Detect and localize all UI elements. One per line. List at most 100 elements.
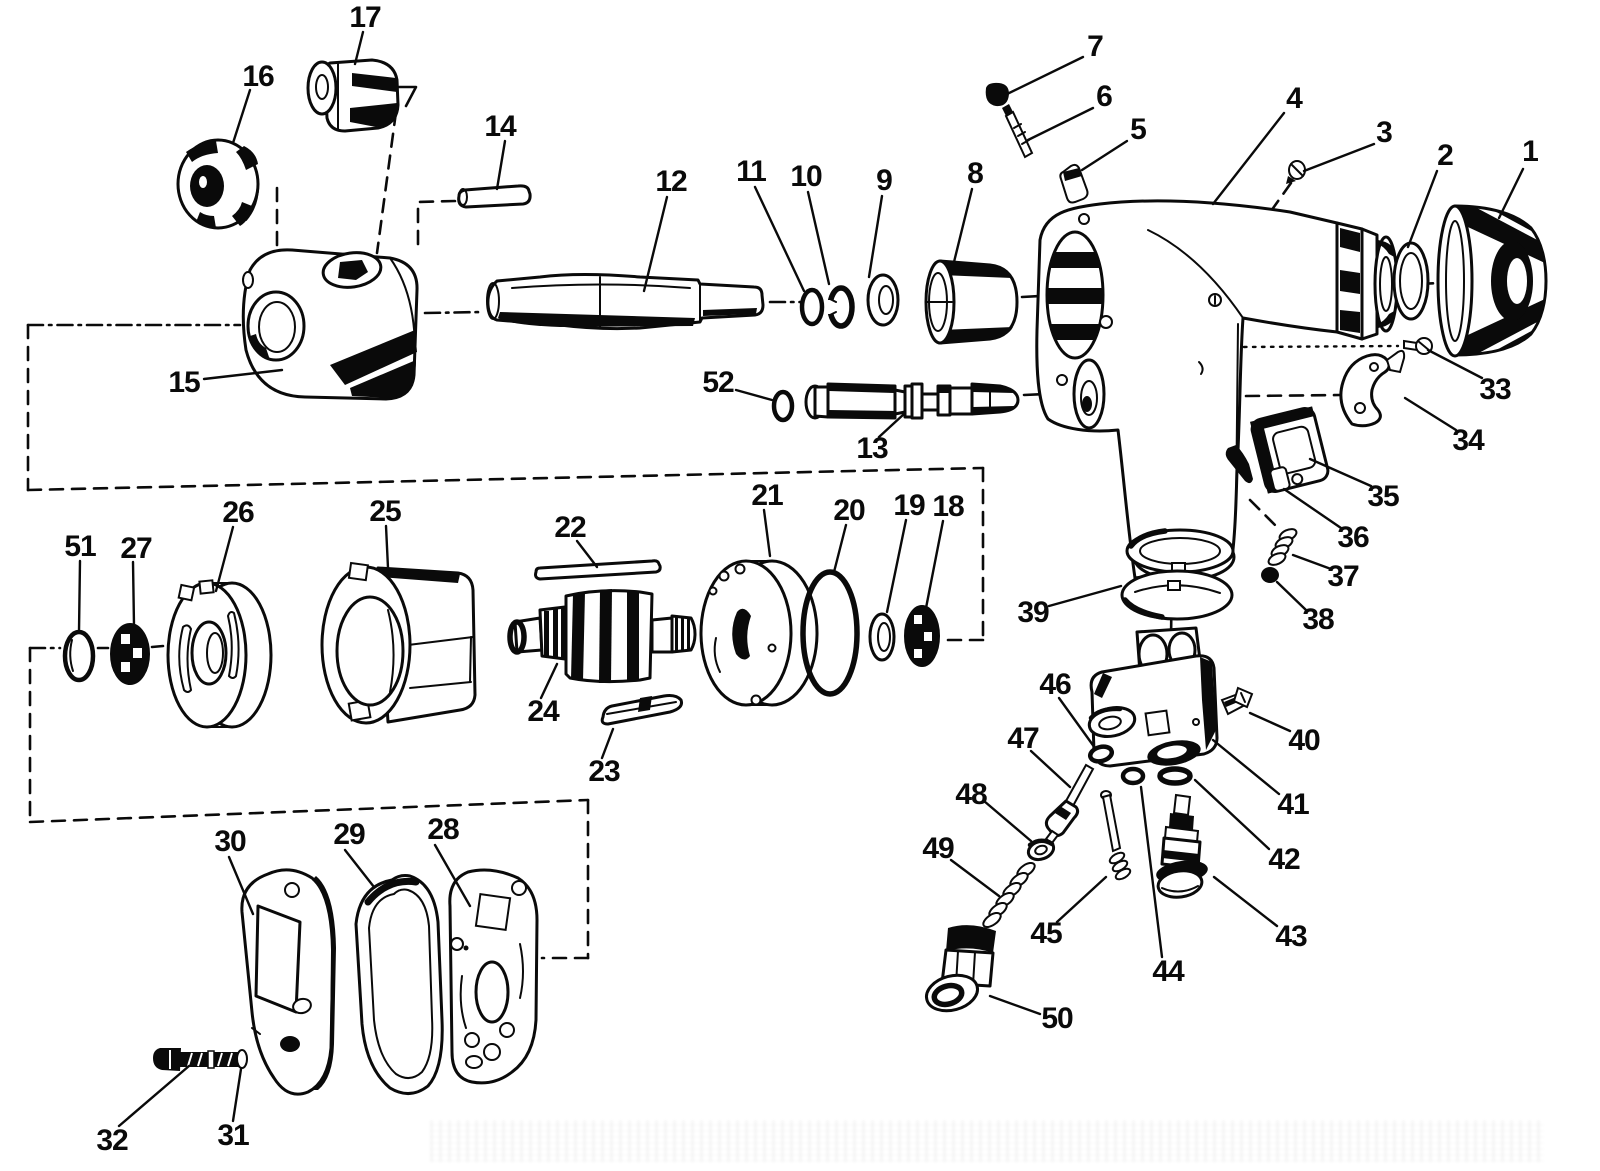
part-41-art xyxy=(1087,626,1219,768)
part-label-50: 50 xyxy=(1041,1002,1073,1035)
part-12-art xyxy=(486,273,765,331)
part-50-art xyxy=(925,925,996,1013)
part-46-art xyxy=(1087,744,1115,764)
part-5-art xyxy=(1059,163,1089,204)
part-28-art xyxy=(448,868,539,1085)
part-label-10: 10 xyxy=(790,160,822,193)
part-label-43: 43 xyxy=(1275,920,1307,953)
part-label-2: 2 xyxy=(1437,139,1454,172)
part-label-6: 6 xyxy=(1096,80,1113,113)
part-43-art xyxy=(1156,793,1208,899)
part-label-40: 40 xyxy=(1288,724,1320,757)
part-label-25: 25 xyxy=(369,495,401,528)
part-label-35: 35 xyxy=(1367,480,1399,513)
part-39-art xyxy=(1120,528,1235,621)
part-label-4: 4 xyxy=(1286,82,1303,115)
part-label-42: 42 xyxy=(1268,843,1300,876)
part-24-art xyxy=(507,589,697,684)
part-9-art xyxy=(866,273,900,327)
part-label-52: 52 xyxy=(702,366,734,399)
part-label-26: 26 xyxy=(222,496,254,529)
part-27-art xyxy=(110,623,150,685)
part-1-art xyxy=(1436,204,1548,358)
part-label-49: 49 xyxy=(922,832,954,865)
part-26-art xyxy=(166,579,273,729)
part-7-art xyxy=(985,82,1009,107)
part-label-9: 9 xyxy=(876,164,893,197)
scan-noise-artifact xyxy=(430,1120,1545,1162)
part-14-art xyxy=(457,184,532,209)
part-23-art xyxy=(600,694,683,726)
part-label-12: 12 xyxy=(655,165,687,198)
part-18-art xyxy=(904,605,940,667)
part-label-33: 33 xyxy=(1479,373,1511,406)
part-label-19: 19 xyxy=(893,489,925,522)
part-label-15: 15 xyxy=(168,366,200,399)
part-label-14: 14 xyxy=(484,110,516,143)
part-52-art xyxy=(771,389,795,423)
part-label-48: 48 xyxy=(955,778,987,811)
part-label-11: 11 xyxy=(736,155,767,188)
part-30-art xyxy=(240,868,336,1096)
part-label-34: 34 xyxy=(1452,424,1484,457)
part-11-art xyxy=(799,287,825,327)
part-10-art xyxy=(826,285,855,329)
part-label-27: 27 xyxy=(120,532,152,565)
part-label-29: 29 xyxy=(333,818,365,851)
part-32-art xyxy=(153,1048,240,1071)
part-19-art xyxy=(868,612,896,662)
part-31-art xyxy=(236,1049,248,1069)
part-6-art xyxy=(1002,104,1034,159)
part-48-art xyxy=(1026,838,1056,862)
part-label-44: 44 xyxy=(1152,955,1184,988)
part-label-20: 20 xyxy=(833,494,865,527)
part-44-art xyxy=(1120,766,1146,786)
part-25-art xyxy=(320,561,477,725)
part-label-38: 38 xyxy=(1302,603,1334,636)
part-49-art xyxy=(982,861,1036,929)
part-label-1: 1 xyxy=(1522,135,1539,168)
part-label-32: 32 xyxy=(96,1124,128,1157)
part-label-46: 46 xyxy=(1039,668,1071,701)
part-29-art xyxy=(354,874,444,1095)
part-33-art xyxy=(1403,337,1433,355)
part-45-art xyxy=(1100,790,1132,881)
part-38-art xyxy=(1261,567,1279,583)
part-40-art xyxy=(1220,686,1254,716)
part-3-art xyxy=(1286,160,1306,184)
part-label-7: 7 xyxy=(1087,30,1104,63)
part-8-art xyxy=(924,259,1019,345)
part-21-art xyxy=(699,559,819,707)
part-label-8: 8 xyxy=(967,157,984,190)
part-label-31: 31 xyxy=(217,1119,249,1152)
part-label-13: 13 xyxy=(856,432,888,465)
part-17-art xyxy=(306,58,400,133)
part-22-art xyxy=(534,559,662,581)
part-label-39: 39 xyxy=(1017,596,1049,629)
part-35-art xyxy=(1249,406,1330,494)
part-label-16: 16 xyxy=(242,60,274,93)
leader-lines xyxy=(77,30,1525,1128)
part-42-art xyxy=(1157,766,1193,786)
part-label-45: 45 xyxy=(1030,917,1062,950)
part-51-art xyxy=(62,629,96,683)
part-label-5: 5 xyxy=(1130,113,1147,146)
part-label-22: 22 xyxy=(554,511,586,544)
part-label-18: 18 xyxy=(932,490,964,523)
part-13-art xyxy=(804,382,1020,420)
part-2-art xyxy=(1392,241,1430,321)
part-label-51: 51 xyxy=(64,530,96,563)
part-20-art xyxy=(800,569,860,697)
part-label-24: 24 xyxy=(527,695,559,728)
part-37-art xyxy=(1267,528,1298,566)
part-label-21: 21 xyxy=(751,479,783,512)
part-label-17: 17 xyxy=(349,1,381,34)
part-label-37: 37 xyxy=(1327,560,1359,593)
part-label-47: 47 xyxy=(1007,722,1039,755)
part-34-art xyxy=(1339,349,1406,428)
part-label-36: 36 xyxy=(1337,521,1369,554)
part-label-41: 41 xyxy=(1277,788,1309,821)
part-16-art xyxy=(176,138,260,230)
